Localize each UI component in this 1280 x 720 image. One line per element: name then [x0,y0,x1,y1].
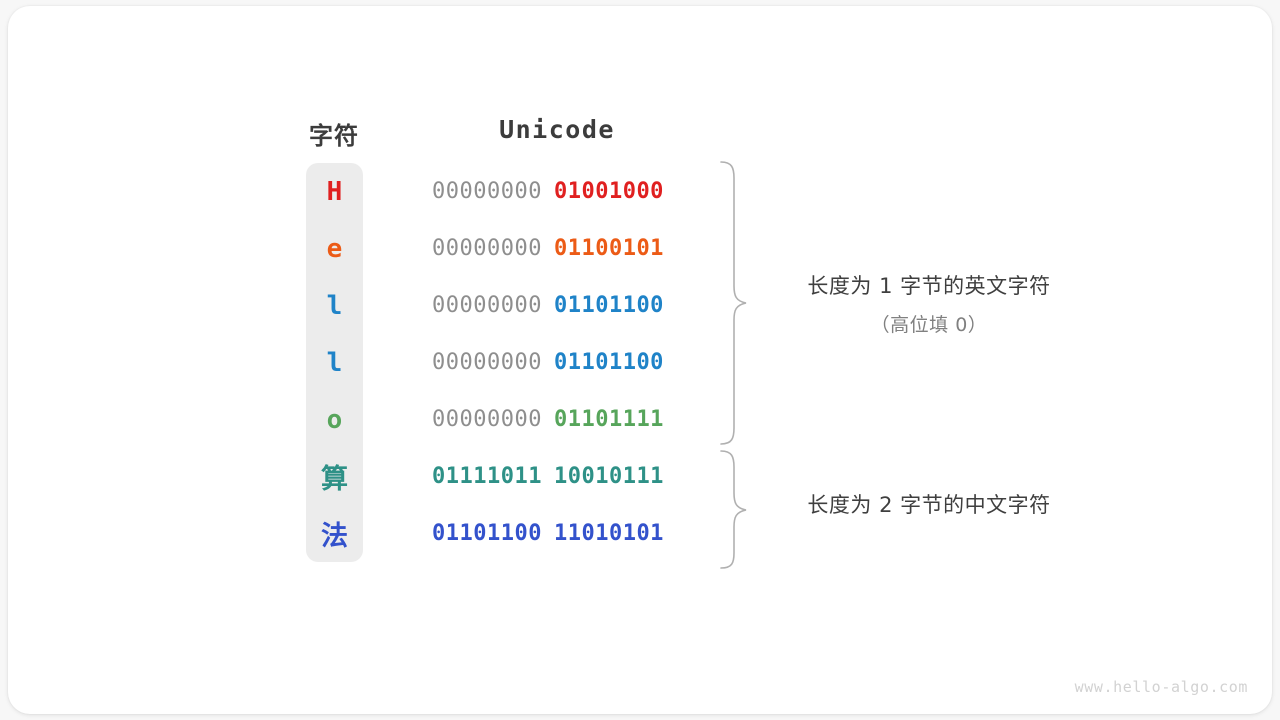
watermark: www.hello-algo.com [1074,678,1248,696]
unicode-row: 00000000 01101111 [432,401,692,437]
unicode-high-byte: 00000000 [432,406,542,432]
unicode-high-byte: 00000000 [432,235,542,261]
character-cell: 法 [306,505,363,562]
unicode-low-byte: 01101100 [553,292,664,318]
unicode-low-byte: 10010111 [553,463,664,489]
column-header-character: 字符 [309,122,359,150]
character-cell: l [306,334,363,391]
unicode-high-byte: 00000000 [432,292,542,318]
diagram-card [8,6,1272,714]
character-glyph: 算 [321,464,348,495]
character-glyph: o [326,404,343,435]
unicode-low-byte: 01101111 [553,406,664,432]
annotation-english-line1: 长度为 1 字节的英文字符 [807,274,1051,298]
character-cell: l [306,277,363,334]
column-header-unicode: Unicode [499,115,615,144]
unicode-low-byte: 01101100 [553,349,664,375]
character-cell: e [306,220,363,277]
annotation-english-line2: （高位填 0） [870,314,988,336]
annotation-chinese-line1: 长度为 2 字节的中文字符 [807,493,1051,517]
unicode-row: 00000000 01001000 [432,173,692,209]
unicode-row: 00000000 01100101 [432,230,692,266]
unicode-high-byte: 01101100 [432,520,542,546]
character-glyph: e [326,233,343,264]
unicode-row: 00000000 01101100 [432,344,692,380]
unicode-low-byte: 11010101 [553,520,664,546]
annotation-chinese: 长度为 2 字节的中文字符 [807,489,1050,519]
character-glyph: 法 [321,521,348,552]
character-cell: o [306,391,363,448]
unicode-row: 01111011 10010111 [432,458,692,494]
character-glyph: l [326,290,343,321]
character-cell: 算 [306,448,363,505]
unicode-low-byte: 01100101 [553,235,664,261]
character-column-background [306,163,363,562]
unicode-row: 00000000 01101100 [432,287,692,323]
character-glyph: l [326,347,343,378]
annotation-english: 长度为 1 字节的英文字符 （高位填 0） [807,270,1050,337]
unicode-high-byte: 01111011 [432,463,542,489]
unicode-row: 01101100 11010101 [432,515,692,551]
unicode-high-byte: 00000000 [432,178,542,204]
unicode-high-byte: 00000000 [432,349,542,375]
character-glyph: H [326,176,343,207]
unicode-low-byte: 01001000 [553,178,664,204]
character-cell: H [306,163,363,220]
